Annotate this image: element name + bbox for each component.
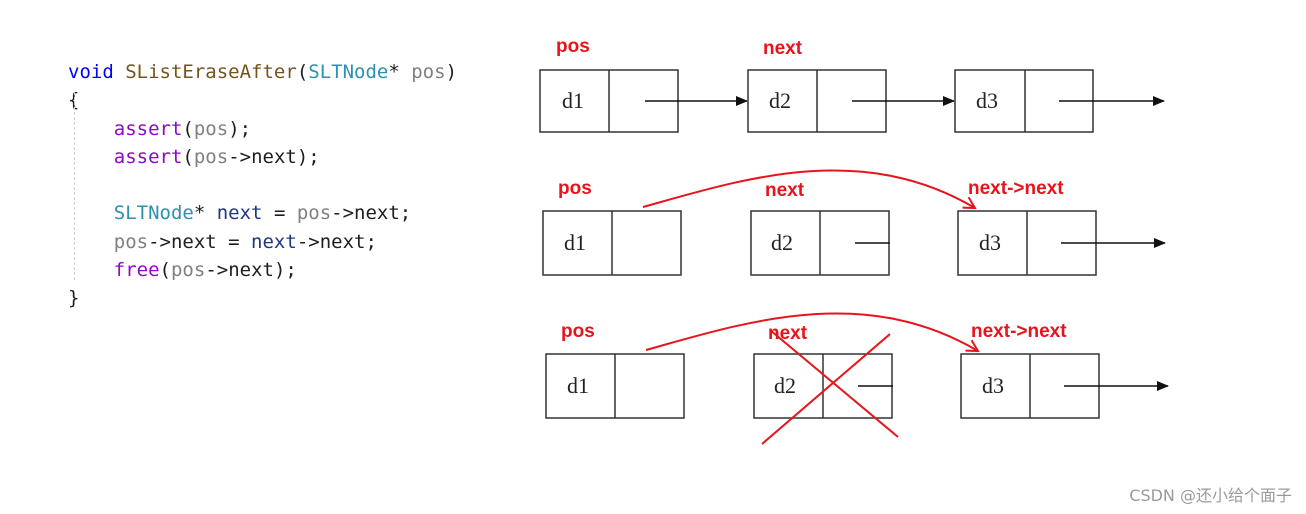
cross-stroke	[769, 329, 899, 438]
code-token: =	[262, 202, 297, 225]
label-pos: pos	[556, 36, 590, 57]
code-line-assert-1: assert(pos);	[68, 115, 457, 143]
code-line-free: free(pos->next);	[68, 256, 457, 284]
freed-node-cross-mark	[761, 329, 899, 445]
label-next: next	[768, 323, 808, 344]
label-pos: pos	[561, 321, 595, 342]
code-token: (	[182, 117, 194, 140]
label-next: next	[763, 38, 803, 59]
node-data-label: d2	[774, 373, 796, 398]
node-d1: d1	[542, 210, 682, 276]
code-token: (	[182, 145, 194, 168]
code-token: }	[68, 287, 80, 310]
node-data-label: d3	[979, 230, 1001, 255]
row-1: pos next d1 d2 d3	[539, 36, 1165, 133]
code-token: ->next);	[205, 259, 297, 282]
code-token: pos	[170, 259, 206, 282]
code-line-signature: void SListEraseAfter(SLTNode* pos)	[68, 58, 457, 86]
relink-curved-arrow	[642, 169, 975, 208]
code-token: pos	[411, 61, 446, 83]
code-token: );	[228, 117, 252, 140]
node-data-label: d1	[564, 230, 586, 255]
code-token: void	[68, 61, 114, 83]
code-token: ->next);	[228, 145, 320, 168]
code-token: *	[388, 61, 412, 83]
node-data-label: d3	[976, 88, 998, 113]
node-data-label: d2	[771, 230, 793, 255]
relink-curved-arrow	[645, 312, 978, 351]
node-data-label: d3	[982, 373, 1004, 398]
code-token: pos	[113, 230, 149, 253]
node-d1: d1	[539, 69, 679, 133]
indent-guide	[74, 92, 75, 280]
code-block: void SListEraseAfter(SLTNode* pos) { ass…	[68, 58, 457, 313]
code-token: SLTNode	[308, 61, 389, 83]
node-data-label: d2	[769, 88, 791, 113]
code-token: next	[251, 230, 297, 253]
row-2: pos next next->next d1 d2 d3	[542, 169, 1166, 276]
code-token: pos	[193, 117, 229, 140]
code-token: ->next;	[296, 230, 377, 253]
code-token: *	[193, 202, 217, 225]
code-token: )	[445, 61, 458, 83]
row-3: pos next next->next d1 d2 d3	[545, 312, 1169, 445]
node-data-label: d1	[567, 373, 589, 398]
code-line-close-brace: }	[68, 284, 457, 312]
code-token: ->next;	[331, 202, 412, 225]
code-token: next	[216, 202, 263, 225]
code-token: {	[68, 89, 80, 112]
watermark: CSDN @还小给个面子	[1129, 486, 1292, 505]
code-token: ->next =	[148, 230, 252, 253]
code-token: free	[113, 259, 160, 282]
label-next: next	[765, 180, 805, 201]
code-line-declare-next: SLTNode* next = pos->next;	[68, 199, 457, 227]
node-data-label: d1	[562, 88, 584, 113]
code-token: SListEraseAfter	[125, 61, 297, 83]
code-token: (	[296, 61, 309, 83]
label-next-next: next->next	[971, 321, 1067, 342]
code-line-assert-2: assert(pos->next);	[68, 143, 457, 171]
label-next-next: next->next	[968, 178, 1064, 199]
code-line-relink: pos->next = next->next;	[68, 228, 457, 256]
label-pos: pos	[558, 178, 592, 199]
code-token: pos	[193, 145, 229, 168]
code-line-open-brace: {	[68, 86, 457, 114]
code-token: assert	[113, 117, 183, 140]
code-token: assert	[113, 145, 183, 168]
code-token: SLTNode	[113, 202, 194, 225]
node-d1: d1	[545, 353, 685, 419]
cross-stroke	[761, 333, 891, 445]
code-token: (	[159, 259, 171, 282]
code-token: pos	[296, 202, 332, 225]
